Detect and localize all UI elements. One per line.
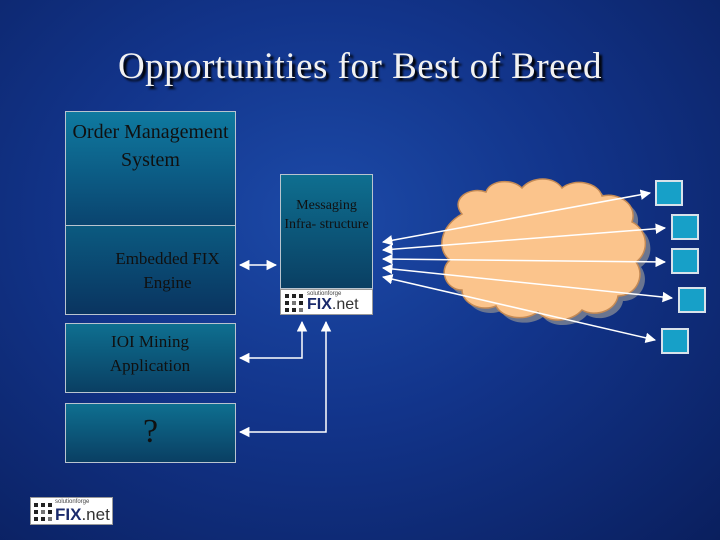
- embedded-fix-engine-box: [65, 225, 236, 315]
- unknown-messaging-arrow: [238, 320, 332, 438]
- fix-engine-label: Embedded FIX Engine: [115, 249, 220, 292]
- oms-label: Order Management System: [72, 121, 229, 171]
- fixnet-corner-logo: solutionforge FIX.net: [30, 497, 113, 525]
- external-node-2: [671, 214, 699, 240]
- link-node-2: [381, 223, 667, 255]
- external-node-5: [661, 328, 689, 354]
- messaging-label: Messaging Infra- structure: [284, 198, 369, 232]
- external-node-1: [655, 180, 683, 206]
- logo-grid-icon: [34, 503, 52, 521]
- messaging-infrastructure-box: [280, 174, 373, 289]
- link-node-5: [381, 274, 657, 343]
- fixnet-logo: solutionforge FIX.net: [280, 289, 373, 315]
- ioi-mining-application-box: [65, 323, 236, 393]
- unknown-application-box: [65, 403, 236, 463]
- external-node-4: [678, 287, 706, 313]
- slide-title: Opportunities for Best of Breed: [117, 46, 603, 87]
- ioi-messaging-arrow: [238, 320, 308, 364]
- external-node-3: [671, 248, 699, 274]
- link-node-3: [381, 253, 667, 268]
- ioi-label: IOI Mining Application: [109, 332, 191, 375]
- unknown-label: ?: [142, 413, 159, 450]
- logo-grid-icon: [285, 294, 303, 312]
